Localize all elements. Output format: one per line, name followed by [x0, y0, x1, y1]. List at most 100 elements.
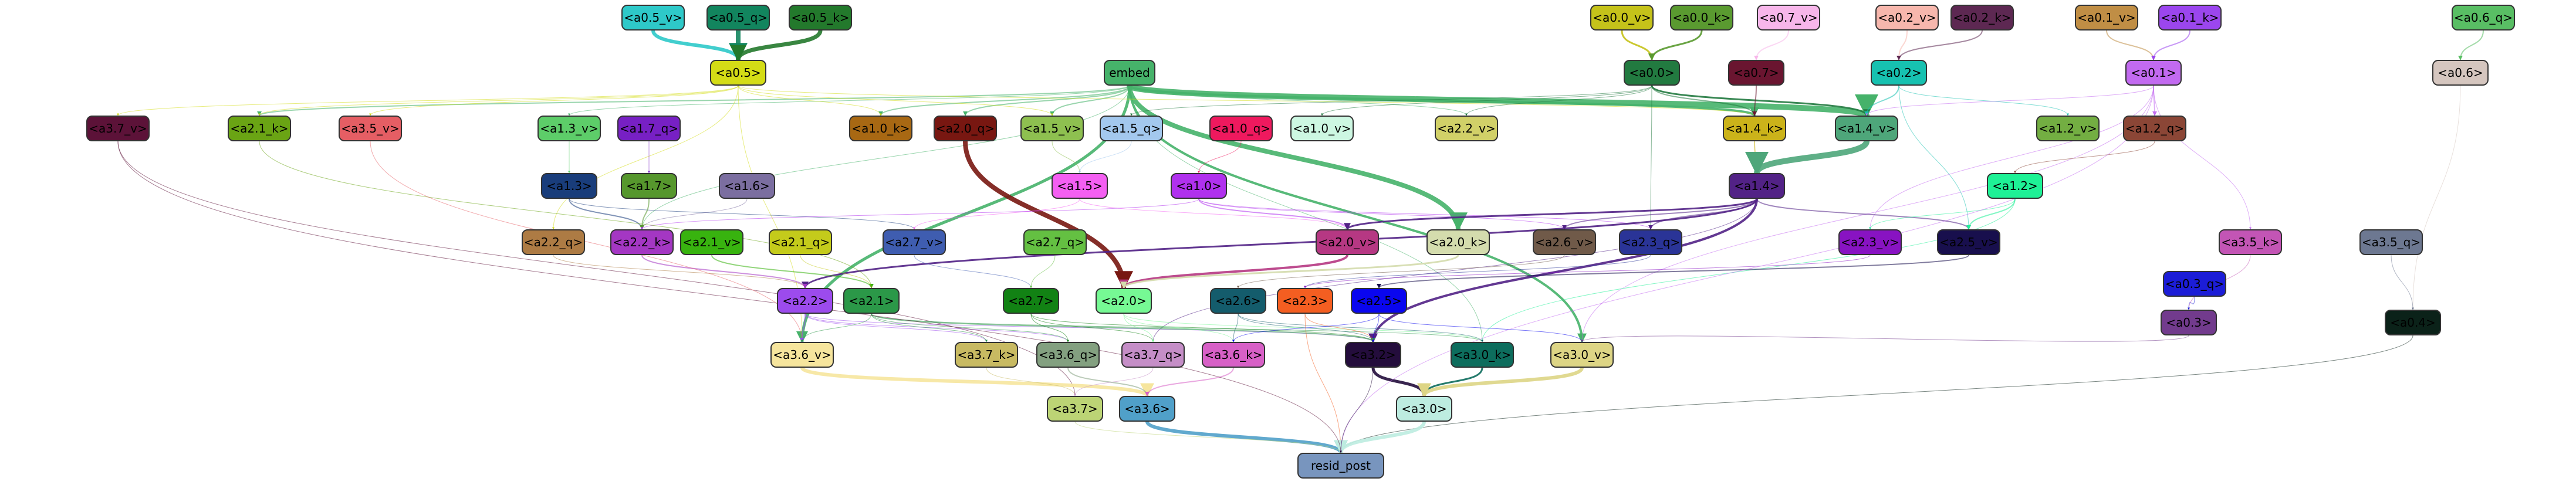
- graph-node[interactable]: <a3.5_v>: [339, 116, 402, 141]
- graph-node[interactable]: <a3.0>: [1396, 396, 1452, 422]
- graph-node[interactable]: embed: [1104, 60, 1155, 86]
- graph-node[interactable]: <a0.5_v>: [621, 5, 685, 30]
- graph-node[interactable]: <a2.2_k>: [610, 229, 674, 255]
- graph-node[interactable]: <a0.7>: [1728, 60, 1784, 86]
- graph-node[interactable]: <a1.2_v>: [2036, 116, 2100, 141]
- graph-edge: [914, 255, 1032, 289]
- graph-node[interactable]: <a3.5_k>: [2219, 229, 2282, 255]
- graph-edge: [963, 85, 1130, 116]
- graph-node[interactable]: <a2.6>: [1210, 288, 1266, 314]
- graph-node[interactable]: <a1.3>: [541, 173, 597, 199]
- graph-node[interactable]: <a3.7_v>: [86, 116, 150, 141]
- graph-edge: [1869, 198, 2016, 230]
- graph-edge: [1030, 313, 1154, 342]
- graph-node[interactable]: <a3.7>: [1047, 396, 1103, 422]
- graph-node[interactable]: <a0.0>: [1624, 60, 1680, 86]
- graph-edge: [1145, 420, 1348, 455]
- graph-node[interactable]: <a0.5_q>: [706, 5, 770, 30]
- graph-node[interactable]: <a0.2>: [1871, 60, 1927, 86]
- graph-node[interactable]: <a0.6_q>: [2452, 5, 2515, 30]
- graph-node[interactable]: <a1.0_k>: [849, 116, 912, 141]
- graph-edge: [641, 198, 748, 230]
- graph-node[interactable]: <a1.5>: [1052, 173, 1108, 199]
- graph-node[interactable]: <a2.7>: [1003, 288, 1059, 314]
- graph-edge: [2458, 30, 2484, 60]
- graph-edge: [1074, 421, 1342, 453]
- graph-node[interactable]: <a2.2>: [777, 288, 833, 314]
- graph-node[interactable]: <a2.3_v>: [1838, 229, 1902, 255]
- graph-node[interactable]: <a1.0_q>: [1209, 116, 1273, 141]
- graph-node[interactable]: <a2.1_q>: [769, 229, 832, 255]
- graph-edge: [1651, 85, 1757, 116]
- graph-edge: [1079, 141, 1132, 174]
- graph-edge: [1340, 85, 2154, 453]
- graph-edge: [369, 85, 739, 116]
- graph-node[interactable]: <a1.0>: [1171, 173, 1227, 199]
- graph-node[interactable]: <a1.5_v>: [1020, 116, 1084, 141]
- graph-node[interactable]: <a3.7_k>: [955, 342, 1018, 368]
- graph-edge: [1417, 367, 1584, 398]
- graph-node[interactable]: <a0.7_v>: [1757, 5, 1820, 30]
- graph-node[interactable]: <a1.4>: [1729, 173, 1785, 199]
- graph-node[interactable]: <a3.6_k>: [1202, 342, 1265, 368]
- graph-node[interactable]: <a2.5>: [1351, 288, 1407, 314]
- graph-node[interactable]: <a0.0_v>: [1590, 5, 1654, 30]
- graph-node[interactable]: <a2.2_v>: [1435, 116, 1498, 141]
- graph-edge: [641, 198, 1199, 230]
- graph-node[interactable]: <a3.0_v>: [1550, 342, 1614, 368]
- graph-node[interactable]: <a0.1>: [2125, 60, 2182, 86]
- graph-edge: [1120, 255, 1459, 289]
- graph-node[interactable]: resid_post: [1297, 453, 1384, 479]
- graph-node[interactable]: <a3.2>: [1345, 342, 1401, 368]
- graph-node[interactable]: <a0.1_k>: [2158, 5, 2222, 30]
- graph-edge: [738, 85, 882, 116]
- graph-node[interactable]: <a1.2>: [1987, 173, 2043, 199]
- graph-node[interactable]: <a1.6>: [719, 173, 775, 199]
- graph-node[interactable]: <a0.3>: [2161, 310, 2217, 335]
- graph-node[interactable]: <a2.0_k>: [1426, 229, 1490, 255]
- graph-edge: [568, 85, 1130, 116]
- graph-node[interactable]: <a1.3_v>: [537, 116, 601, 141]
- graph-node[interactable]: <a1.0_v>: [1290, 116, 1354, 141]
- graph-node[interactable]: <a2.0>: [1096, 288, 1152, 314]
- graph-node[interactable]: <a2.1_v>: [680, 229, 743, 255]
- graph-node[interactable]: <a2.2_q>: [522, 229, 585, 255]
- graph-node[interactable]: <a2.7_q>: [1023, 229, 1087, 255]
- graph-node[interactable]: <a3.6>: [1119, 396, 1175, 422]
- graph-edge: [1752, 85, 1757, 116]
- graph-node[interactable]: <a2.6_v>: [1533, 229, 1596, 255]
- graph-node[interactable]: <a0.0_k>: [1670, 5, 1733, 30]
- graph-node[interactable]: <a3.7_q>: [1121, 342, 1185, 368]
- graph-node[interactable]: <a0.2_v>: [1875, 5, 1939, 30]
- graph-node[interactable]: <a3.5_q>: [2359, 229, 2423, 255]
- graph-node[interactable]: <a0.1_v>: [2075, 5, 2138, 30]
- graph-node[interactable]: <a3.6_v>: [770, 342, 834, 368]
- graph-node[interactable]: <a2.7_v>: [883, 229, 946, 255]
- graph-node[interactable]: <a0.5>: [710, 60, 766, 86]
- graph-node[interactable]: <a1.4_k>: [1723, 116, 1786, 141]
- graph-edge: [1378, 313, 1583, 342]
- graph-node[interactable]: <a2.1_k>: [228, 116, 291, 141]
- graph-node[interactable]: <a0.3_q>: [2163, 271, 2226, 297]
- graph-node[interactable]: <a0.2_k>: [1950, 5, 2014, 30]
- graph-node[interactable]: <a2.0_q>: [934, 116, 997, 141]
- graph-node[interactable]: <a2.1>: [843, 288, 900, 314]
- graph-node[interactable]: <a1.5_q>: [1100, 116, 1163, 141]
- graph-node[interactable]: <a3.0_k>: [1451, 342, 1514, 368]
- graph-edge: [1864, 85, 1899, 116]
- graph-node[interactable]: <a0.4>: [2385, 310, 2441, 335]
- graph-node[interactable]: <a2.5_v>: [1937, 229, 2000, 255]
- graph-edge: [1030, 313, 1069, 342]
- graph-node[interactable]: <a0.5_k>: [789, 5, 852, 30]
- graph-node[interactable]: <a2.0_v>: [1316, 229, 1379, 255]
- graph-node[interactable]: <a1.7_q>: [617, 116, 681, 141]
- graph-node[interactable]: <a2.3_q>: [1619, 229, 1682, 255]
- graph-node[interactable]: <a0.6>: [2432, 60, 2489, 86]
- graph-node[interactable]: <a1.2_q>: [2123, 116, 2186, 141]
- graph-node[interactable]: <a3.6_q>: [1036, 342, 1100, 368]
- graph-edge: [730, 29, 823, 62]
- graph-node[interactable]: <a2.3>: [1277, 288, 1333, 314]
- graph-edge: [1649, 85, 1652, 230]
- graph-node[interactable]: <a1.4_v>: [1835, 116, 1898, 141]
- graph-node[interactable]: <a1.7>: [621, 173, 677, 199]
